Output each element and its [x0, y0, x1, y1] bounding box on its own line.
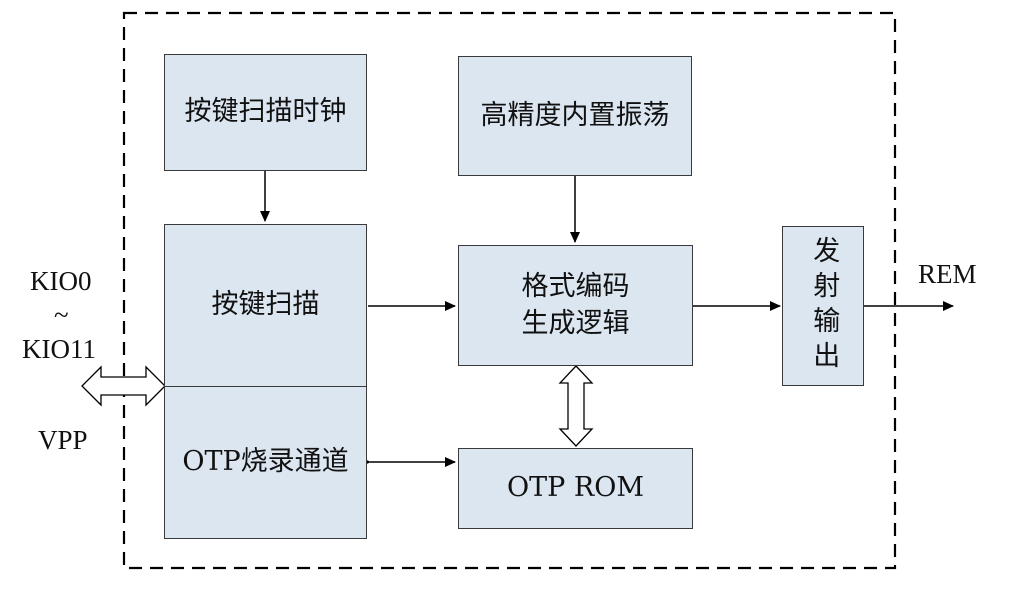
key-scan-block: 按键扫描: [164, 224, 367, 387]
otp-rom-block: OTP ROM: [458, 448, 693, 529]
format-logic-block: 格式编码 生成逻辑: [458, 245, 693, 366]
pin-range-tilde: ~: [54, 300, 69, 330]
oscillator-label: 高精度内置振荡: [480, 99, 670, 131]
format-logic-label: 格式编码 生成逻辑: [521, 271, 630, 339]
otp-rom-label: OTP ROM: [506, 472, 644, 504]
pin-kio11-label: KIO11: [22, 334, 96, 364]
otp-channel-block: OTP烧录通道: [164, 386, 367, 539]
chip-boundary: [122, 11, 897, 570]
oscillator-block: 高精度内置振荡: [458, 56, 692, 176]
pin-rem-label: REM: [918, 259, 977, 289]
emit-output-label: 发射输出: [808, 236, 840, 376]
pin-vpp-label: VPP: [38, 425, 88, 455]
emit-output-block: 发射输出: [782, 226, 864, 386]
key-scan-label: 按键扫描: [211, 289, 320, 321]
otp-channel-label: OTP烧录通道: [182, 446, 349, 478]
scan-clock-label: 按键扫描时钟: [184, 96, 347, 128]
pin-kio0-label: KIO0: [30, 266, 92, 296]
scan-clock-block: 按键扫描时钟: [164, 54, 367, 171]
bus-arrow-logic-rom: [558, 365, 594, 447]
